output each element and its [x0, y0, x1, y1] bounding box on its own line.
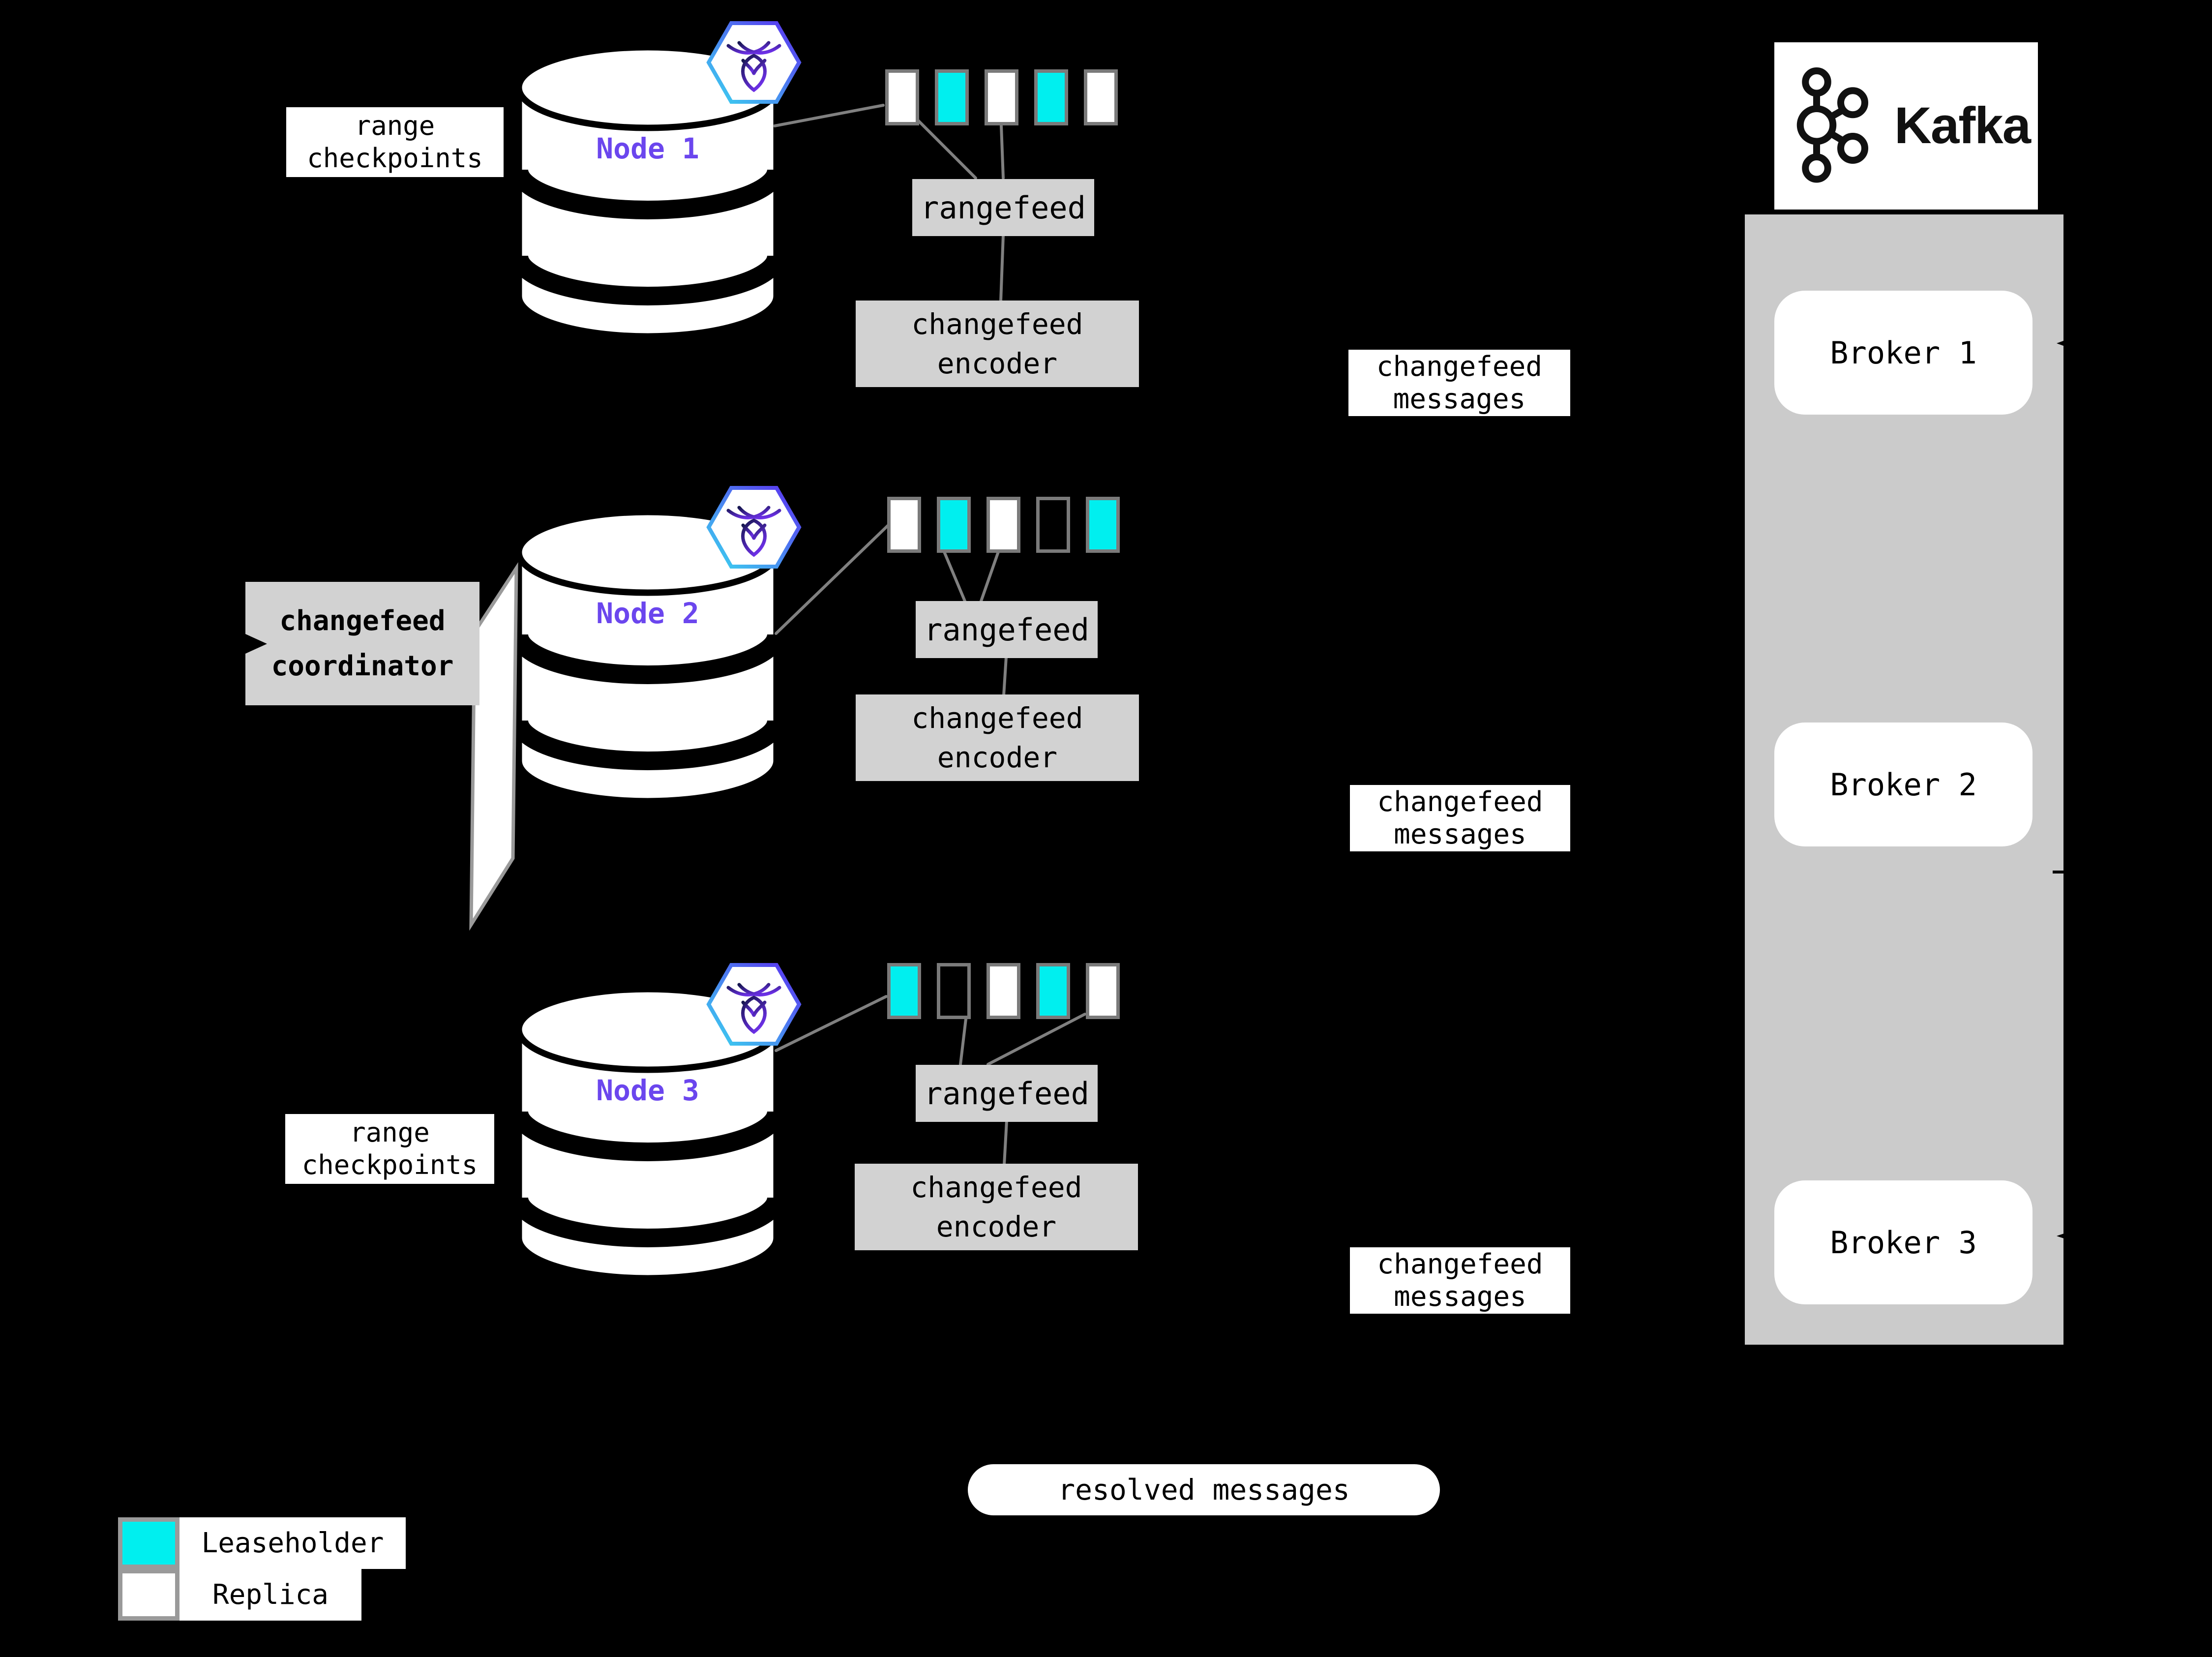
legend-leaseholder-swatch [118, 1517, 179, 1569]
range-block-leaseholder [1086, 497, 1120, 553]
coordinator-flag-shape [469, 562, 518, 931]
range-block-replica [1086, 963, 1120, 1019]
coordinator-arrowhead-icon [245, 634, 267, 654]
range-block-empty [1036, 497, 1070, 553]
node2-to-range-line [775, 524, 890, 635]
encoder-line1: changefeed [911, 307, 1083, 341]
range-block-replica [986, 497, 1020, 553]
resolved-messages-pill: resolved messages [968, 1464, 1440, 1515]
range-block-leaseholder [1034, 69, 1068, 125]
node3-rangefeed-to-encoder-line [1003, 1119, 1008, 1166]
range-block-replica [1084, 69, 1118, 125]
node1-to-range-line [773, 104, 885, 127]
legend-replica-swatch [118, 1569, 179, 1621]
arrowhead-into-broker1-icon [2057, 331, 2089, 355]
rangefeed-box-1: rangefeed [912, 179, 1094, 236]
node1-range3-to-rangefeed-line [1000, 124, 1005, 180]
broker-2: Broker 2 [1774, 723, 2033, 846]
rangefeed-box-3: rangefeed [916, 1065, 1098, 1122]
encoder-line1: changefeed [910, 1171, 1082, 1204]
messages-line2: messages [1394, 818, 1526, 850]
node2-range2-to-rangefeed-line [943, 550, 966, 603]
cockroachdb-icon [709, 965, 799, 1044]
range-block-replica [885, 69, 919, 125]
node1-range-row [885, 69, 1118, 125]
range-checkpoints-label-1: range checkpoints [286, 107, 504, 177]
node2-label: Node 2 [596, 597, 699, 630]
kafka-logo-icon [1796, 67, 1868, 183]
range-block-replica [985, 69, 1018, 125]
range-block-leaseholder [1036, 963, 1070, 1019]
legend-replica-label: Replica [179, 1569, 361, 1621]
node3-label: Node 3 [596, 1074, 699, 1107]
messages-line1: changefeed [1377, 785, 1543, 818]
range-block-empty [937, 963, 971, 1019]
node2-rangefeed-to-encoder-line [1002, 656, 1008, 697]
encoder-line2: encoder [937, 741, 1058, 774]
legend-leaseholder-label: Leaseholder [179, 1517, 406, 1569]
messages-line1: changefeed [1376, 350, 1543, 383]
range-block-leaseholder [887, 963, 921, 1019]
messages-line2: messages [1393, 383, 1526, 415]
range-block-replica [887, 497, 921, 553]
node3-range5-to-rangefeed-line [986, 1013, 1086, 1066]
node3-range3-to-rangefeed-line [959, 1018, 967, 1066]
range-checkpoints-line2: checkpoints [301, 1149, 478, 1180]
encoder-line2: encoder [936, 1210, 1057, 1243]
encoder-line1: changefeed [911, 701, 1083, 735]
node2-range4-to-rangefeed-line [980, 550, 1000, 603]
coordinator-line2: coordinator [271, 650, 454, 682]
messages-line1: changefeed [1377, 1248, 1543, 1280]
range-checkpoints-line1: range [350, 1117, 430, 1148]
range-checkpoints-line1: range [355, 110, 435, 141]
kafka-title: Kafka [1894, 97, 2031, 154]
connector-lines [773, 104, 1086, 1166]
range-checkpoints-line2: checkpoints [307, 143, 483, 174]
node3-to-range-line [775, 995, 888, 1052]
node1-rangefeed-to-encoder-line [999, 234, 1005, 303]
cockroachdb-icon [709, 488, 799, 567]
broker-1: Broker 1 [1774, 291, 2033, 415]
range-checkpoints-label-3: range checkpoints [285, 1114, 494, 1184]
node2-range-row [887, 497, 1120, 553]
kafka-cluster-container: Broker 1 Broker 2 Broker 3 [1745, 214, 2063, 1345]
node1-label: Node 1 [596, 132, 699, 165]
broker-3: Broker 3 [1774, 1180, 2033, 1304]
changefeed-encoder-box-3: changefeed encoder [855, 1164, 1138, 1250]
arrowhead-into-broker3-icon [2057, 1226, 2086, 1246]
coordinator-line1: changefeed [279, 604, 446, 637]
changefeed-encoder-box-2: changefeed encoder [856, 694, 1139, 781]
range-block-leaseholder [935, 69, 969, 125]
changefeed-messages-label-2: changefeed messages [1350, 785, 1570, 851]
range-block-replica [986, 963, 1020, 1019]
kafka-logo-box: Kafka [1774, 42, 2038, 210]
arrow-stub-broker2 [2053, 871, 2074, 874]
node1-range1-to-rangefeed-line [913, 116, 977, 180]
range-block-leaseholder [937, 497, 971, 553]
rangefeed-box-2: rangefeed [916, 601, 1098, 658]
cockroachdb-icon [709, 23, 799, 102]
messages-line2: messages [1394, 1280, 1526, 1313]
changefeed-encoder-box-1: changefeed encoder [856, 301, 1139, 387]
node3-range-row [887, 963, 1120, 1019]
changefeed-messages-label-1: changefeed messages [1348, 350, 1570, 416]
changefeed-messages-label-3: changefeed messages [1350, 1247, 1570, 1314]
encoder-line2: encoder [937, 347, 1058, 380]
changefeed-coordinator-box: changefeed coordinator [245, 582, 479, 705]
